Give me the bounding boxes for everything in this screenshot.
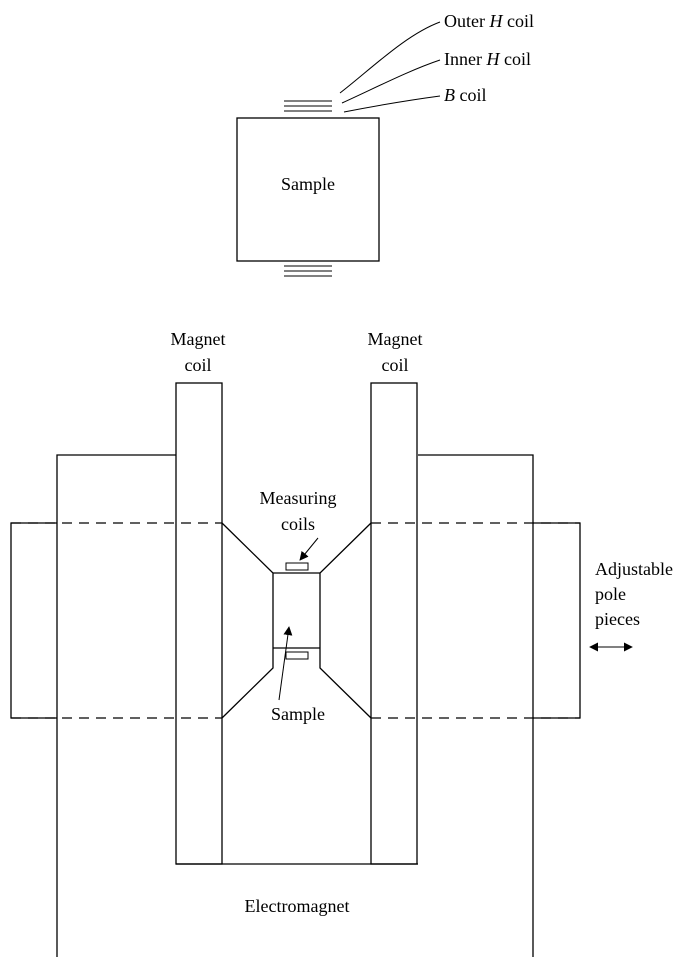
b-coil-leader: [343, 95, 441, 113]
top-sample-label: Sample: [281, 174, 335, 194]
measuring-coil-top: [285, 562, 309, 571]
top-coil-diagram: Sample Outer H coil Inner H coil B coil: [236, 11, 534, 277]
left-pole-piece-end: [10, 522, 57, 719]
electromagnet-label: Electromagnet: [245, 896, 350, 916]
measuring-coils-label-line1: Measuring: [260, 488, 337, 508]
left-magnet-coil: [175, 382, 223, 865]
outer-h-coil-label: Outer H coil: [444, 11, 534, 31]
left-magnet-coil-label-line2: coil: [185, 355, 212, 375]
inner-h-coil-label: Inner H coil: [444, 49, 531, 69]
right-pole-piece-end: [533, 522, 581, 719]
sample-arrow: [278, 626, 293, 701]
bottom-coil-winding: [284, 265, 332, 277]
left-pole-tip: [221, 522, 274, 719]
sample-label: Sample: [271, 704, 325, 724]
measuring-coils-label-line2: coils: [281, 514, 315, 534]
right-magnet-coil-label-line2: coil: [382, 355, 409, 375]
yoke-left-outline: [56, 454, 176, 957]
measuring-coils-arrow: [299, 537, 319, 561]
top-sample-box: [236, 117, 380, 262]
electromagnet-diagram: Magnet coil Magnet coil Measuring coils …: [10, 329, 673, 957]
adjustable-pole-pieces-label-line2: pole: [595, 584, 626, 604]
right-magnet-coil: [370, 382, 418, 865]
measuring-coil-bottom: [285, 651, 309, 660]
top-coil-winding: [284, 100, 332, 112]
b-coil-label: B coil: [444, 85, 487, 105]
right-pole-tip: [319, 522, 372, 719]
left-magnet-coil-label-line1: Magnet: [171, 329, 226, 349]
inner-h-coil-leader: [341, 59, 441, 104]
outer-h-coil-leader: [339, 21, 441, 94]
right-magnet-coil-label-line1: Magnet: [368, 329, 423, 349]
yoke-right-outline: [418, 454, 534, 957]
adjustable-pole-pieces-label-line3: pieces: [595, 609, 640, 629]
adjustable-pole-pieces-label-line1: Adjustable: [595, 559, 673, 579]
